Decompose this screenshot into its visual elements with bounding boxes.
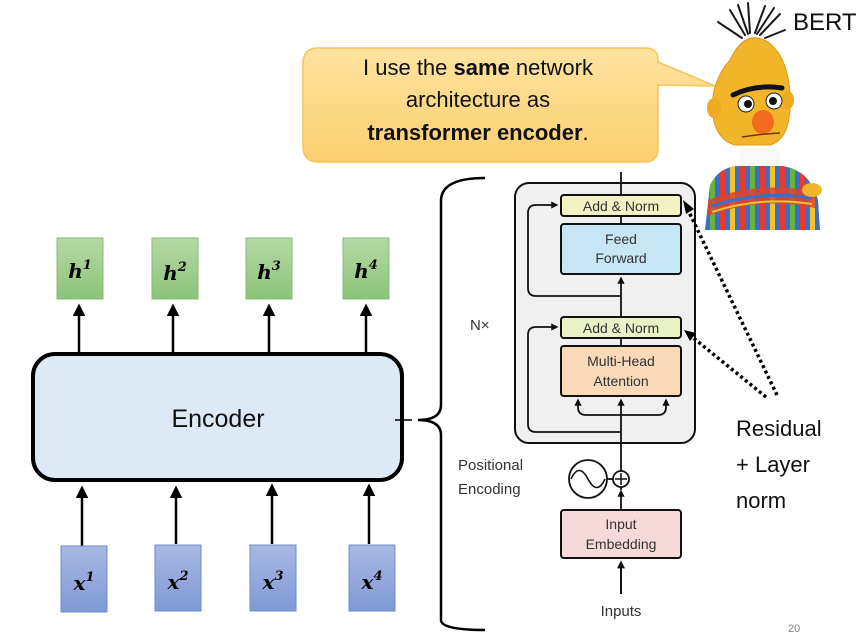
output-label: h4: [354, 258, 378, 283]
annotation-line-2: + Layer: [736, 452, 810, 477]
embedding-label-1: Input: [605, 516, 636, 532]
input-label: x3: [262, 569, 284, 594]
encoder-layer-block: [514, 182, 696, 444]
residual-connection-bottom: [527, 323, 621, 433]
add-circle-icon: [612, 470, 630, 488]
input-token-x4: x4: [348, 544, 396, 612]
bubble-line-1: I use the same network: [363, 55, 594, 80]
input-embedding-block: Input Embedding: [560, 509, 682, 559]
output-arrows: [72, 303, 373, 354]
output-token-h1: h1: [56, 237, 104, 300]
add-norm-bottom: Add & Norm: [560, 316, 682, 339]
add-norm-top-label: Add & Norm: [583, 198, 659, 214]
arrow-head: [684, 330, 696, 341]
feed-forward-block: Feed Forward: [560, 223, 682, 275]
annotation-line-3: norm: [736, 488, 786, 513]
inputs-label: Inputs: [601, 603, 642, 620]
speech-bubble: I use the same network architecture as t…: [302, 47, 716, 163]
input-label: x1: [73, 570, 95, 595]
output-token-h2: h2: [151, 237, 199, 300]
encoder-block: Encoder: [31, 352, 412, 482]
feed-forward-label-2: Forward: [595, 250, 646, 266]
input-label: x4: [361, 569, 383, 594]
output-label: h1: [68, 258, 92, 283]
slide-number: 20: [788, 623, 800, 635]
bert-name-label: BERT: [793, 9, 857, 36]
output-token-h3: h3: [245, 237, 293, 300]
multi-head-attention-block: Multi-Head Attention: [560, 345, 682, 397]
input-arrows: [75, 483, 376, 546]
bubble-line-3: transformer encoder.: [367, 120, 588, 145]
transformer-encoder-figure: N× Add & Norm Feed Forward Add & Norm Mu: [458, 172, 696, 620]
bubble-line-2: architecture as: [406, 87, 550, 112]
positional-label-1: Positional: [458, 457, 523, 474]
input-label: x2: [167, 569, 189, 594]
attention-label-1: Multi-Head: [587, 353, 655, 369]
sine-wave-icon: [568, 459, 608, 499]
arrow-head: [683, 200, 694, 214]
curly-brace: [417, 176, 486, 632]
input-token-x3: x3: [249, 544, 297, 612]
output-label: h3: [257, 259, 281, 284]
add-norm-bottom-label: Add & Norm: [583, 320, 659, 336]
dotted-arrow-top: [686, 209, 779, 396]
output-token-h4: h4: [342, 237, 390, 300]
add-norm-top: Add & Norm: [560, 194, 682, 217]
encoder-label: Encoder: [171, 405, 264, 433]
dotted-arrow-bottom: [689, 334, 768, 399]
encoder-diagram: h1 h2 h3 h4 Encoder: [31, 237, 412, 613]
bert-hair: [717, 2, 786, 39]
output-label: h2: [163, 260, 187, 285]
attention-label-2: Attention: [593, 373, 648, 389]
input-token-x2: x2: [154, 544, 202, 612]
feed-forward-label-1: Feed: [605, 231, 637, 247]
annotation-line-1: Residual: [736, 416, 822, 441]
input-token-x1: x1: [60, 545, 108, 613]
positional-label-2: Encoding: [458, 481, 521, 498]
repeat-label: N×: [470, 317, 490, 334]
bert-character-image: [705, 2, 822, 230]
embedding-label-2: Embedding: [586, 536, 657, 552]
residual-annotation-arrows: [683, 200, 779, 399]
residual-connection-top: [527, 201, 621, 297]
